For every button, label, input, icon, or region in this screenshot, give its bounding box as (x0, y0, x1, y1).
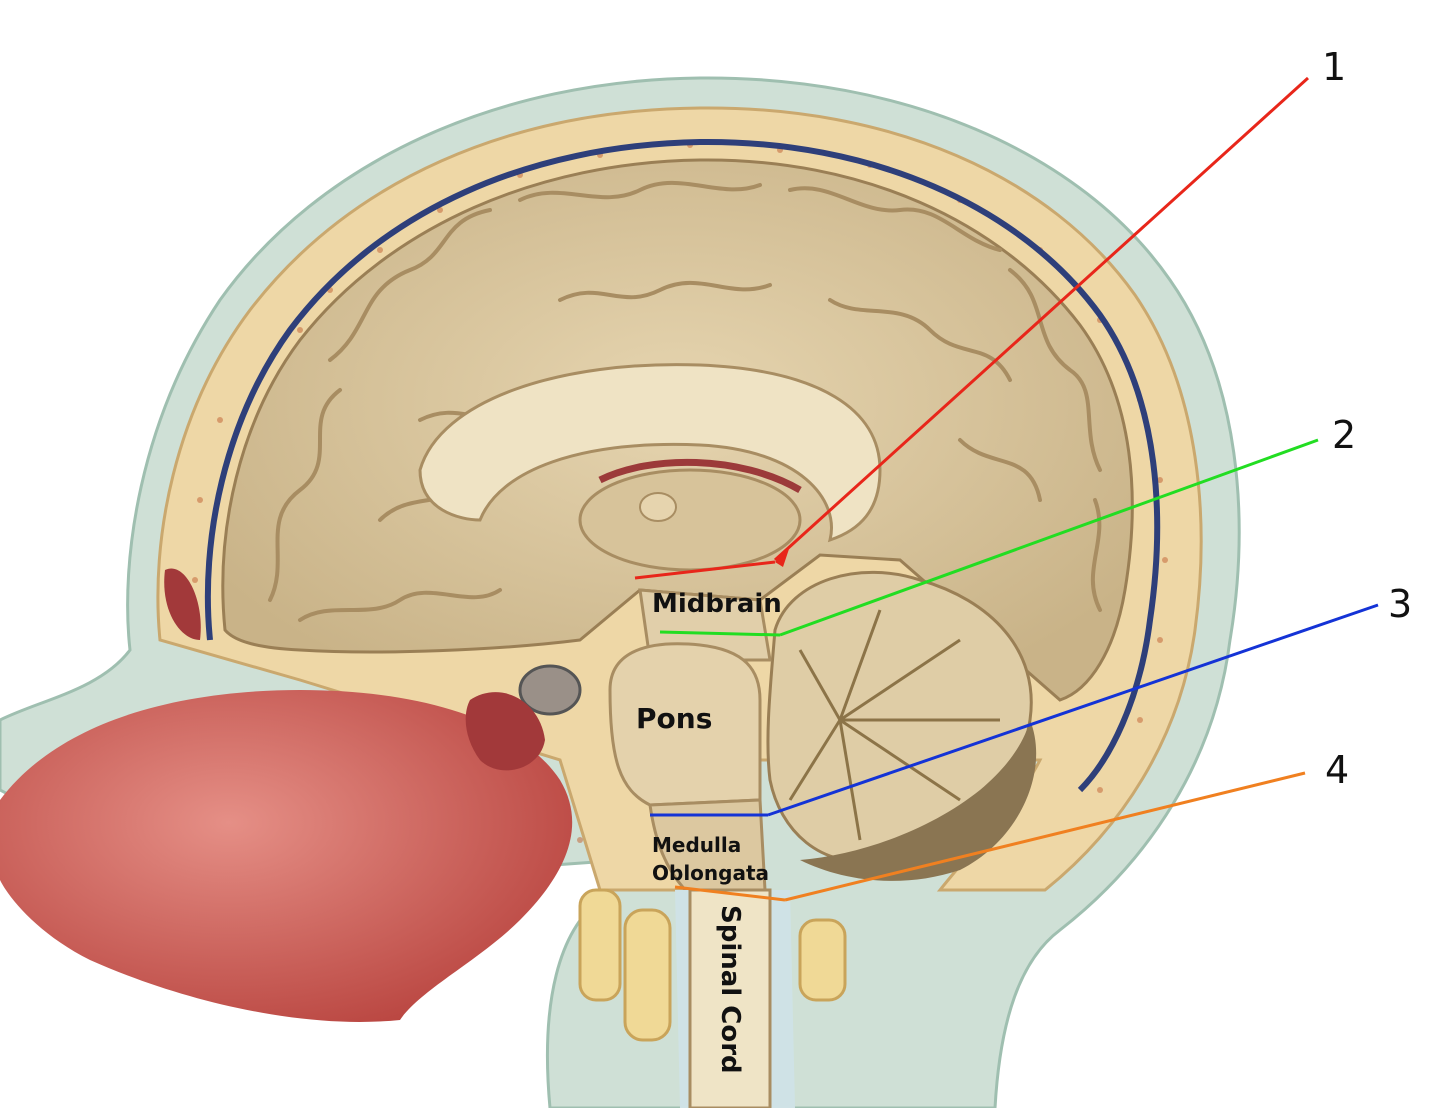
label-medulla-1: Medulla (652, 833, 741, 857)
callout-2-pointer (659, 630, 781, 637)
callout-1-arrow (775, 546, 790, 567)
callout-4-line (784, 771, 1306, 902)
callout-2-number: 2 (1332, 413, 1356, 457)
vessel (598, 458, 802, 494)
callout-4-pointer (674, 885, 786, 902)
interthalamic-adhesion (639, 492, 677, 522)
sinus (164, 568, 201, 640)
callout-2-line (779, 438, 1319, 637)
corpus-callosum (418, 363, 882, 543)
nasopharynx (0, 690, 573, 1022)
callout-3-number: 3 (1388, 582, 1412, 626)
callout-3-line (767, 603, 1379, 817)
dura-mater (204, 138, 1161, 793)
label-medulla-2: Oblongata (652, 861, 769, 885)
cerebellar-hemisphere (800, 720, 1037, 881)
pons (608, 642, 762, 807)
label-pons: Pons (636, 702, 712, 735)
pituitary-gland (518, 664, 582, 716)
callout-4-number: 4 (1325, 748, 1349, 792)
label-spinal-cord: Spinal Cord (715, 905, 745, 1074)
callout-1-line (773, 76, 1310, 562)
label-midbrain: Midbrain (652, 589, 782, 619)
sphenoid-sinus (465, 692, 545, 771)
thalamus (578, 468, 802, 572)
vertebrae (578, 888, 847, 1042)
callout-1-number: 1 (1322, 45, 1346, 89)
spinal-cord (688, 888, 772, 1108)
gyri (268, 180, 1102, 622)
callout-1-pointer (634, 560, 776, 580)
arbor-vitae (788, 609, 1000, 841)
